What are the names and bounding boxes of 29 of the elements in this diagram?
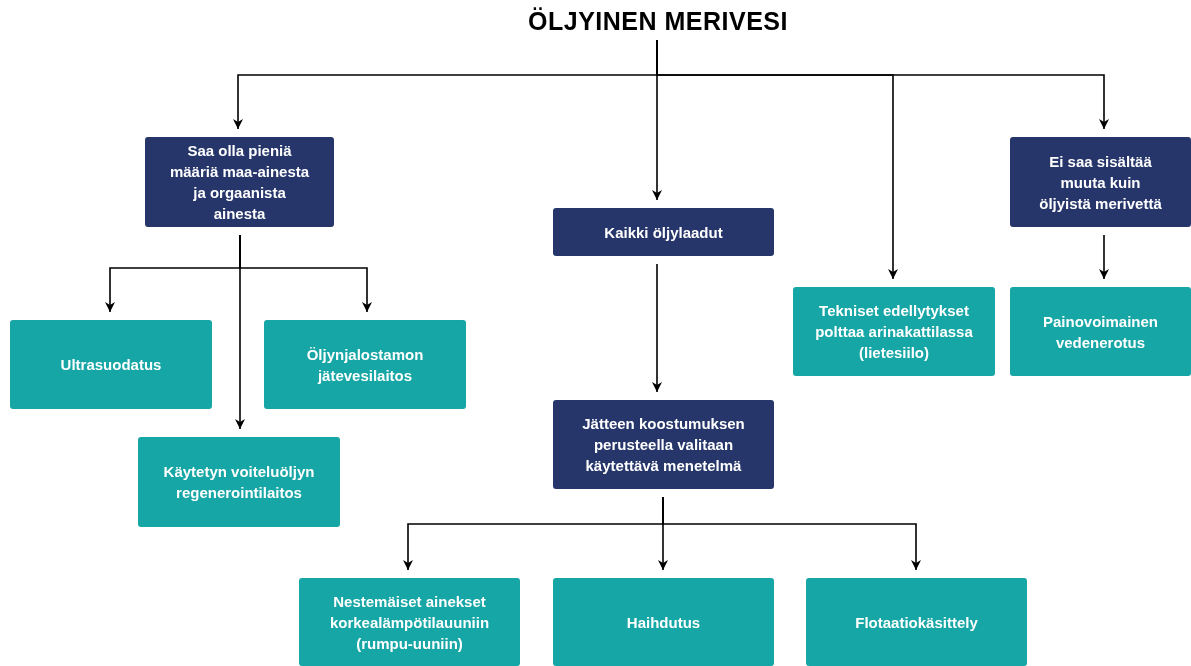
- box-text: Saa olla pieniä määriä maa-ainesta ja orgaanista ainesta: [168, 141, 311, 224]
- box-text: Nestemäiset ainekset korkealämpötilauuniin (rumpu-uuniin): [328, 591, 491, 654]
- arrow: [235, 234, 245, 430]
- box-text: Painovoimainen vedenerotus: [1042, 311, 1159, 353]
- box-text: Jätteen koostumuksen perusteella valitaan käytettävä menetelmä: [581, 414, 746, 476]
- process-box: [264, 320, 466, 409]
- arrow: [652, 263, 662, 393]
- process-box: [10, 320, 212, 409]
- box-text: Haihdutus: [625, 612, 702, 633]
- box-text: Käytetyn voiteluöljyn regenerointilaitos: [162, 462, 316, 503]
- box-text: Tekniset edellytykset polttaa arinakattilassa (lietesiilo): [814, 301, 974, 363]
- process-box: [145, 137, 334, 227]
- box-text: Ei saa sisältää muuta kuin öljyistä merivettä: [1038, 151, 1163, 214]
- box-text: Flotaatiokäsittely: [854, 612, 979, 633]
- process-box: [806, 578, 1027, 666]
- process-box: [793, 287, 995, 376]
- process-box: [553, 400, 774, 489]
- box-text: Kaikki öljylaadut: [603, 222, 724, 243]
- process-box: [138, 437, 340, 527]
- process-box: [299, 578, 520, 666]
- box-text: Öljynjalostamon jätevesilaitos: [305, 344, 425, 386]
- arrow: [1099, 234, 1109, 280]
- process-box: [1010, 287, 1191, 376]
- box-text: Ultrasuodatus: [59, 355, 163, 375]
- process-box: [1010, 137, 1191, 227]
- arrow: [656, 39, 1109, 130]
- process-box: [553, 208, 774, 256]
- arrow: [662, 496, 921, 571]
- process-box: [553, 578, 774, 666]
